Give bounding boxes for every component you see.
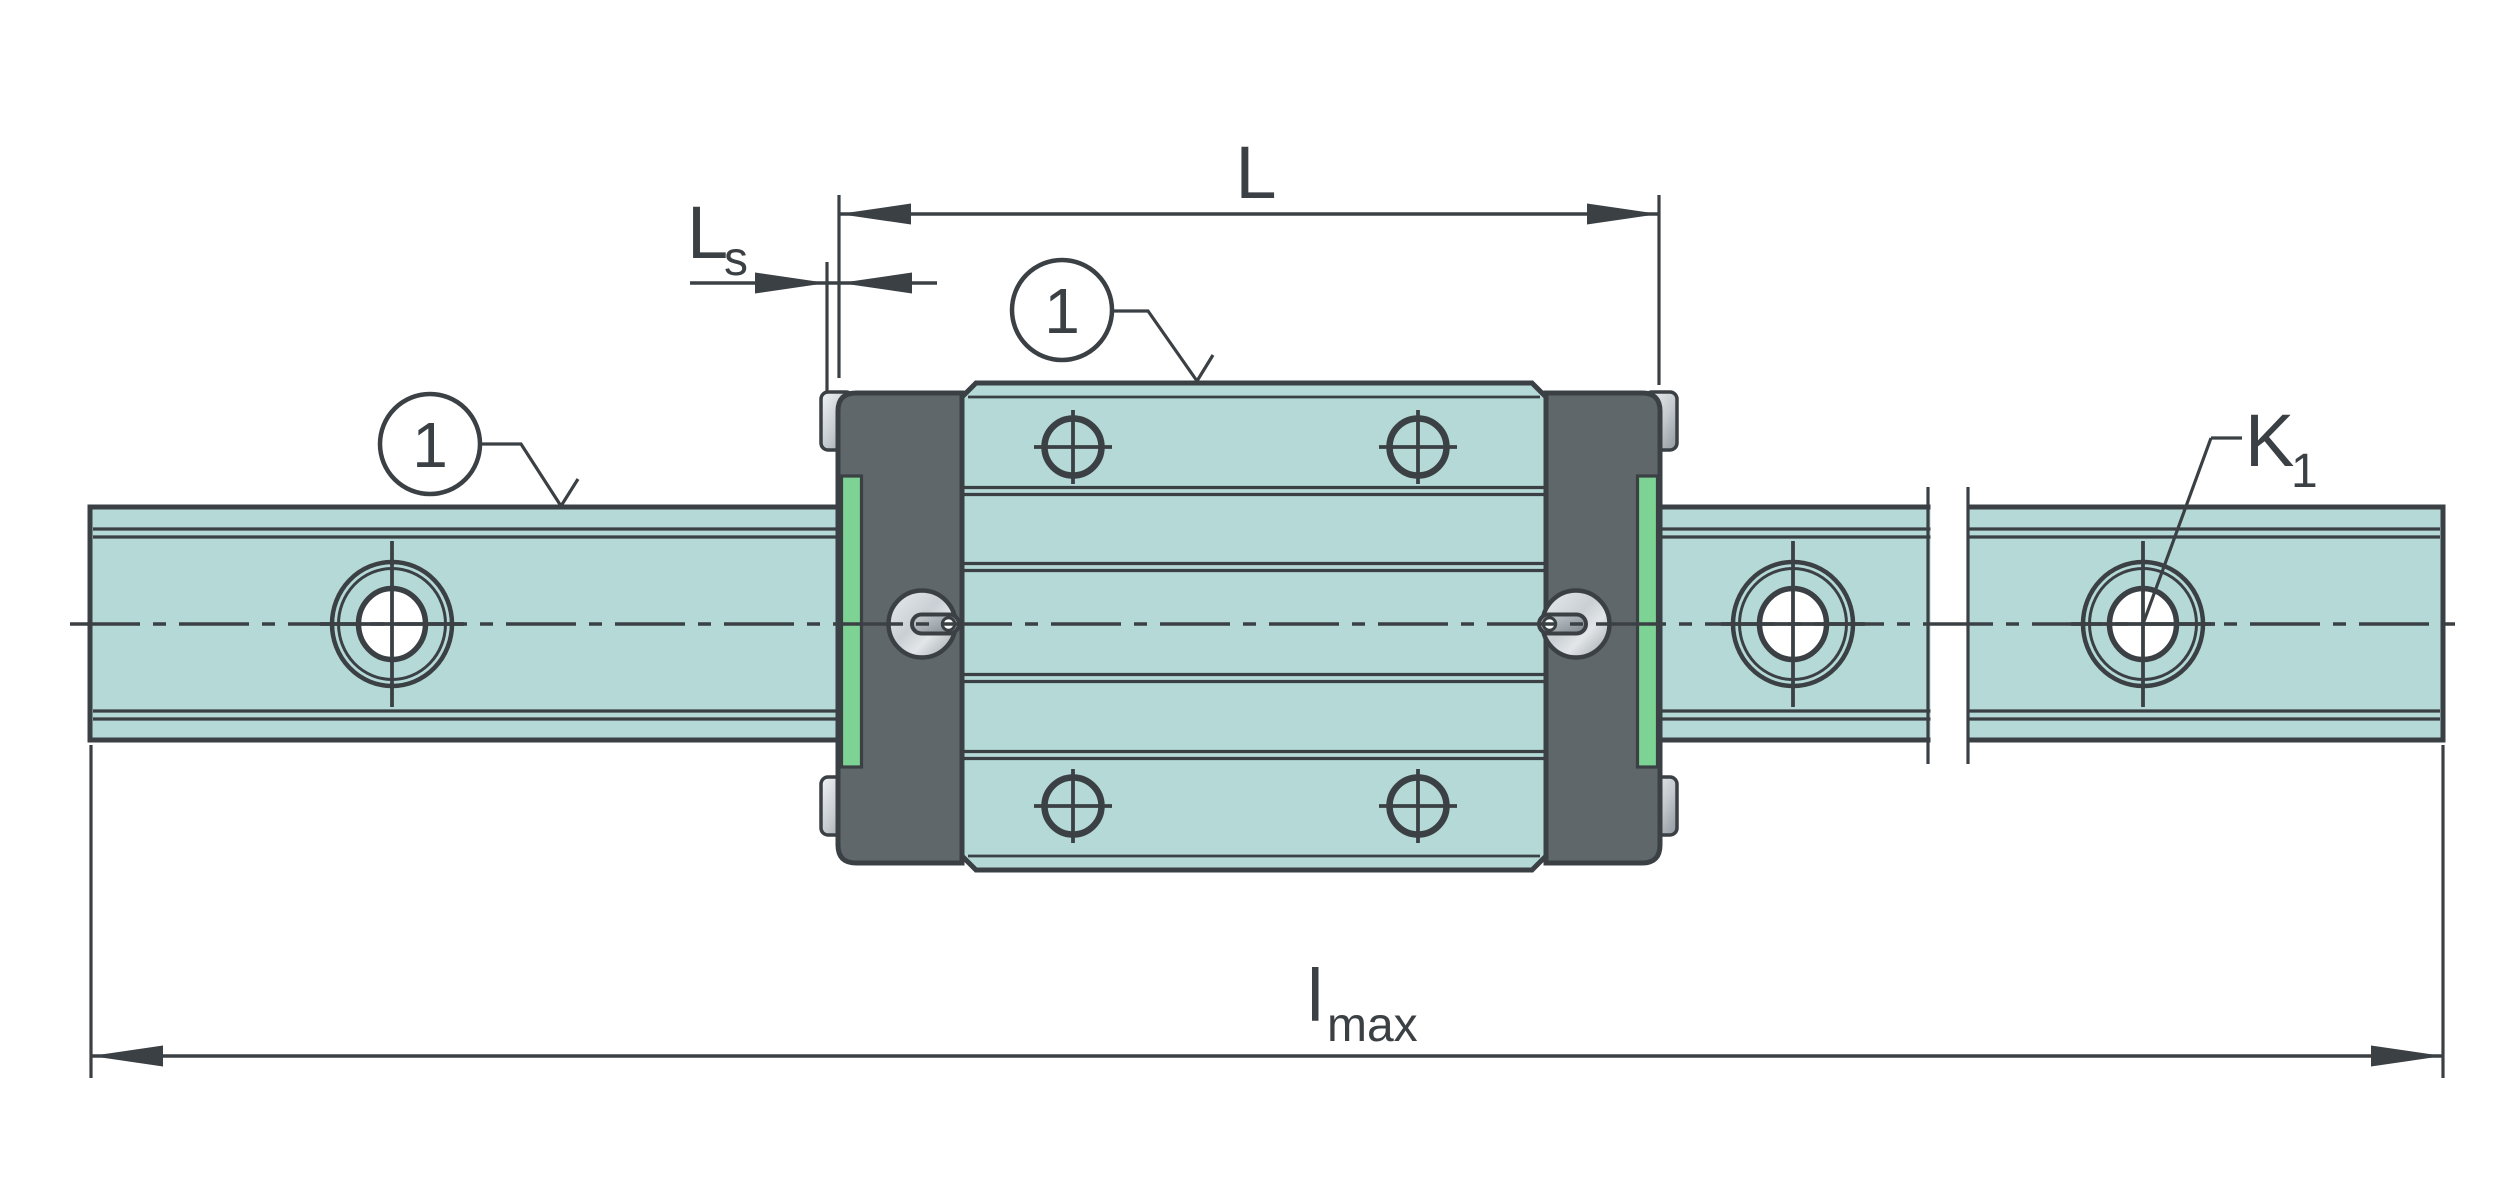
seal-strip-left bbox=[839, 474, 864, 769]
dim-Ls-arrowhead-left bbox=[755, 272, 827, 294]
dim-L-arrowhead-left bbox=[839, 203, 911, 225]
dim-lmax-label: l bbox=[1307, 954, 1323, 1037]
k1-leader bbox=[2141, 437, 2213, 625]
rail-break-gap bbox=[1930, 481, 1967, 773]
seal-strip-right bbox=[1635, 474, 1660, 769]
balloon-carriage-leader-tick bbox=[1195, 354, 1215, 382]
dim-lmax-arrowhead-right bbox=[2371, 1045, 2443, 1067]
carriage-hole-bottom-left bbox=[1034, 769, 1112, 843]
k1-label-subscript: 1 bbox=[2291, 445, 2318, 498]
carriage-hole-top-left bbox=[1034, 410, 1112, 484]
dim-Ls-arrowhead-right bbox=[840, 272, 912, 294]
dim-Ls-label: L bbox=[687, 191, 728, 274]
balloon-rail-leader bbox=[480, 442, 563, 507]
dimension-L: L bbox=[837, 131, 1661, 385]
balloon-rail-leader-tick bbox=[559, 478, 580, 507]
balloon-carriage-number: 1 bbox=[1044, 275, 1080, 347]
carriage-body bbox=[959, 380, 1549, 873]
dim-lmax-arrowhead-left bbox=[91, 1045, 163, 1067]
carriage-hole-top-right bbox=[1379, 410, 1457, 484]
dim-lmax-label-subscript: max bbox=[1327, 999, 1418, 1052]
dimension-lmax: l max bbox=[89, 745, 2445, 1078]
dimension-Ls: L s bbox=[687, 191, 937, 393]
k1-label: K bbox=[2245, 399, 2294, 482]
carriage-hole-bottom-right bbox=[1379, 769, 1457, 843]
dim-L-label: L bbox=[1235, 131, 1276, 214]
balloon-carriage-leader bbox=[1112, 309, 1199, 382]
rail-break bbox=[1926, 481, 1970, 773]
dim-Ls-label-subscript: s bbox=[724, 233, 748, 286]
balloon-rail-number: 1 bbox=[412, 409, 448, 481]
balloon-carriage: 1 bbox=[1009, 257, 1215, 382]
carriage bbox=[819, 380, 1679, 873]
dim-L-arrowhead-right bbox=[1587, 203, 1659, 225]
balloon-carriage-circle bbox=[1009, 257, 1115, 363]
callout-K1: K 1 bbox=[2141, 399, 2318, 625]
balloon-rail-circle bbox=[377, 391, 483, 497]
balloon-rail: 1 bbox=[377, 391, 580, 507]
